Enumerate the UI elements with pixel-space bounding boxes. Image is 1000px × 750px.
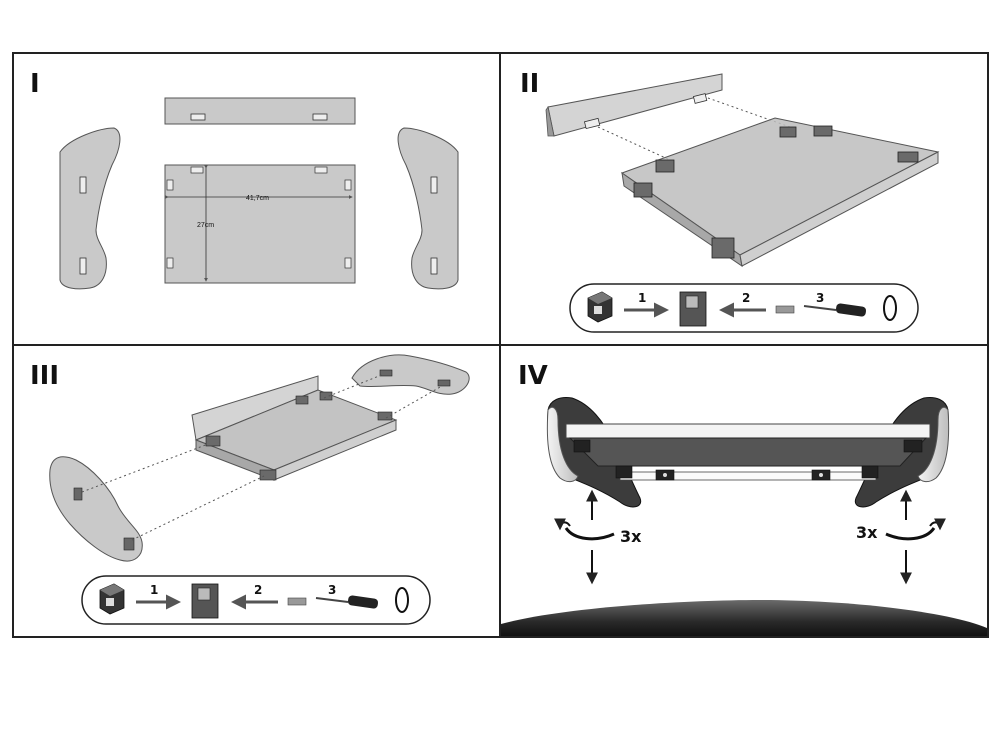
bracket-part-icon xyxy=(587,291,613,323)
screw-icon-2 xyxy=(287,597,307,606)
bracket-part-icon-2 xyxy=(99,583,125,615)
panel-1-numeral: I xyxy=(30,69,40,99)
shelf-board: 41,7cm 27cm xyxy=(164,164,356,284)
back-plank-floating xyxy=(545,73,723,137)
step-2-number-2: 2 xyxy=(254,583,262,597)
panel-2: II xyxy=(520,69,940,333)
back-plank xyxy=(164,97,356,125)
panel-grid xyxy=(12,52,989,638)
panel-4-numeral: IV xyxy=(518,361,548,391)
mounted-bracket-icon xyxy=(679,291,707,327)
panel-3-numeral: III xyxy=(30,361,59,391)
panel-2-numeral: II xyxy=(520,69,539,99)
right-support-floating xyxy=(351,354,470,395)
rotate-clockwise-icon-2 xyxy=(395,587,409,613)
step-3-number-2: 3 xyxy=(328,583,336,597)
shelf-with-back xyxy=(191,375,398,481)
panel-3: III xyxy=(30,354,470,625)
mounting-surface xyxy=(501,600,987,636)
right-side-support xyxy=(397,127,459,290)
mounting-steps-strip: 1 2 3 xyxy=(569,283,919,333)
screwdriver-icon xyxy=(803,303,867,317)
step-3-number: 3 xyxy=(816,291,824,305)
rotation-count-right: 3x xyxy=(856,523,878,542)
rotation-count-left: 3x xyxy=(620,527,642,546)
step-1-number-2: 1 xyxy=(150,583,158,597)
step-2-number: 2 xyxy=(742,291,750,305)
dimension-width-label: 41,7cm xyxy=(246,195,269,202)
glass-shelf xyxy=(620,117,940,268)
screwdriver-icon-2 xyxy=(315,595,379,609)
panel-1: I xyxy=(30,69,459,290)
screw-icon xyxy=(775,305,795,314)
panel-4: IV xyxy=(501,361,987,636)
shelf-underside xyxy=(565,423,931,481)
left-support-floating xyxy=(49,456,143,562)
rotate-arrow-left-icon xyxy=(554,518,615,541)
step-1-number: 1 xyxy=(638,291,646,305)
rotate-clockwise-icon xyxy=(883,295,897,321)
left-side-support xyxy=(59,127,121,290)
mounting-steps-strip-2: 1 2 3 xyxy=(81,575,431,625)
mounted-bracket-icon-2 xyxy=(191,583,219,619)
dimension-height-label: 27cm xyxy=(197,222,214,229)
rotate-arrow-right-icon xyxy=(885,518,946,541)
